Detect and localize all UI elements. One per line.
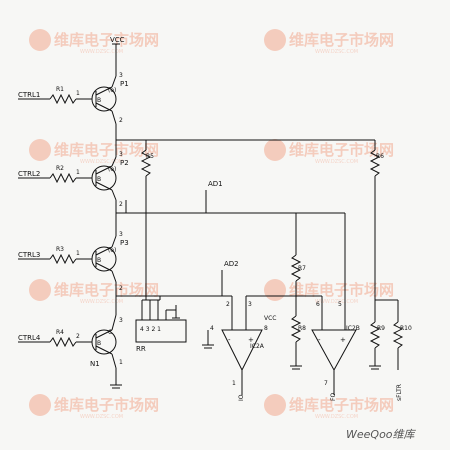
- ad1-label: AD1: [208, 180, 223, 188]
- svg-text:3: 3: [119, 317, 123, 324]
- svg-text:4: 4: [210, 325, 214, 332]
- watermark-text: 维库电子市场网: [54, 281, 159, 299]
- svg-text:(e): (e): [108, 87, 116, 94]
- svg-text:2: 2: [76, 333, 80, 340]
- p1-label: P1: [120, 80, 129, 88]
- svg-text:3: 3: [119, 231, 123, 238]
- svg-text:(e): (e): [108, 247, 116, 254]
- svg-text:2: 2: [226, 301, 230, 308]
- transistor-p2: CTRL2 R2 1 B (e) P2 3 2: [18, 151, 129, 208]
- svg-text:2: 2: [119, 117, 123, 124]
- svg-text:5: 5: [338, 301, 342, 308]
- n1-label: N1: [90, 360, 100, 368]
- fo-label: FO: [330, 393, 337, 401]
- transistor-p1: CTRL1 R1 1 B (e) P1 3 2: [18, 72, 129, 125]
- transistor-n1: CTRL4 R4 2 B C N1 3 1: [18, 314, 123, 369]
- watermark-url: WWW.DZSC.COM: [315, 414, 358, 420]
- ctrl4-label: CTRL4: [18, 334, 41, 342]
- svg-text:-: -: [228, 336, 231, 344]
- p2-label: P2: [120, 159, 129, 167]
- svg-text:2: 2: [119, 285, 123, 292]
- opamp-ic2a: - + IC2A 4 8 VCC 2 3 1 IO: [202, 295, 296, 401]
- r1-label: R1: [56, 86, 64, 93]
- ic2a-label: IC2A: [250, 343, 265, 350]
- svg-text:+: +: [248, 336, 254, 344]
- r4-label: R4: [56, 329, 64, 336]
- svg-text:1: 1: [76, 90, 80, 97]
- r2-label: R2: [56, 165, 64, 172]
- watermark-url: WWW.DZSC.COM: [80, 159, 123, 165]
- vcc-label: VCC: [110, 36, 125, 44]
- watermark-text: 维库电子市场网: [289, 31, 394, 49]
- watermark-url: WWW.DZSC.COM: [315, 49, 358, 55]
- svg-text:-: -: [318, 336, 321, 344]
- potentiometer-rr: 4 3 2 1 RR: [135, 296, 187, 353]
- svg-text:B: B: [97, 257, 101, 264]
- svg-text:4 3 2 1: 4 3 2 1: [140, 326, 161, 333]
- svg-text:2: 2: [119, 201, 123, 208]
- svg-text:7: 7: [324, 380, 328, 387]
- ad2-label: AD2: [224, 260, 239, 268]
- svg-text:(e): (e): [108, 166, 116, 173]
- watermark-url: WWW.DZSC.COM: [315, 159, 358, 165]
- r10-label: R10: [400, 325, 412, 332]
- svg-text:1: 1: [119, 359, 123, 366]
- svg-text:1: 1: [76, 250, 80, 257]
- svg-text:B: B: [97, 176, 101, 183]
- ctrl2-label: CTRL2: [18, 170, 40, 178]
- vcc-ic-label: VCC: [264, 315, 276, 322]
- ctrl3-label: CTRL3: [18, 251, 40, 259]
- transistor-p3: CTRL3 R3 1 B (e) P3 3 2: [18, 231, 129, 292]
- r9-label: R9: [377, 325, 385, 332]
- svg-text:3: 3: [119, 151, 123, 158]
- watermark-text: 维库电子市场网: [54, 31, 159, 49]
- svg-text:+: +: [340, 336, 346, 344]
- ctrl1-label: CTRL1: [18, 91, 40, 99]
- r6-label: R6: [376, 153, 384, 160]
- r7-label: R7: [298, 265, 306, 272]
- footer-brand: WeeQoo维库: [346, 428, 417, 441]
- svg-text:B: B: [97, 340, 101, 347]
- watermark-text: 维库电子市场网: [289, 281, 394, 299]
- svg-text:B: B: [97, 97, 101, 104]
- watermark-url: WWW.DZSC.COM: [80, 49, 123, 55]
- watermark-text: 维库电子市场网: [54, 396, 159, 414]
- svg-text:1: 1: [232, 380, 236, 387]
- svg-text:3: 3: [119, 72, 123, 79]
- io-label: IO: [238, 394, 245, 401]
- watermark-layer: 维库电子市场网 WWW.DZSC.COM 维库电子市场网 WWW.DZSC.CO…: [29, 29, 394, 420]
- p3-label: P3: [120, 239, 129, 247]
- svg-text:C: C: [108, 329, 112, 336]
- watermark-url: WWW.DZSC.COM: [315, 299, 358, 305]
- svg-text:1: 1: [76, 169, 80, 176]
- watermark-text: 维库电子市场网: [289, 396, 394, 414]
- watermark-url: WWW.DZSC.COM: [80, 299, 123, 305]
- svg-text:3: 3: [248, 301, 252, 308]
- svg-text:8: 8: [264, 325, 268, 332]
- opamp-ic2b: 5 6 - + IC2B 7 FO: [296, 213, 360, 401]
- r3-label: R3: [56, 246, 64, 253]
- svg-text:6: 6: [316, 301, 320, 308]
- rr-label: RR: [136, 345, 146, 353]
- sfltr-label: sFLTR: [396, 384, 403, 401]
- r8-label: R8: [298, 325, 306, 332]
- watermark-text: 维库电子市场网: [289, 141, 394, 159]
- watermark-text: 维库电子市场网: [54, 141, 159, 159]
- ic2b-label: IC2B: [346, 325, 360, 332]
- watermark-url: WWW.DZSC.COM: [80, 414, 123, 420]
